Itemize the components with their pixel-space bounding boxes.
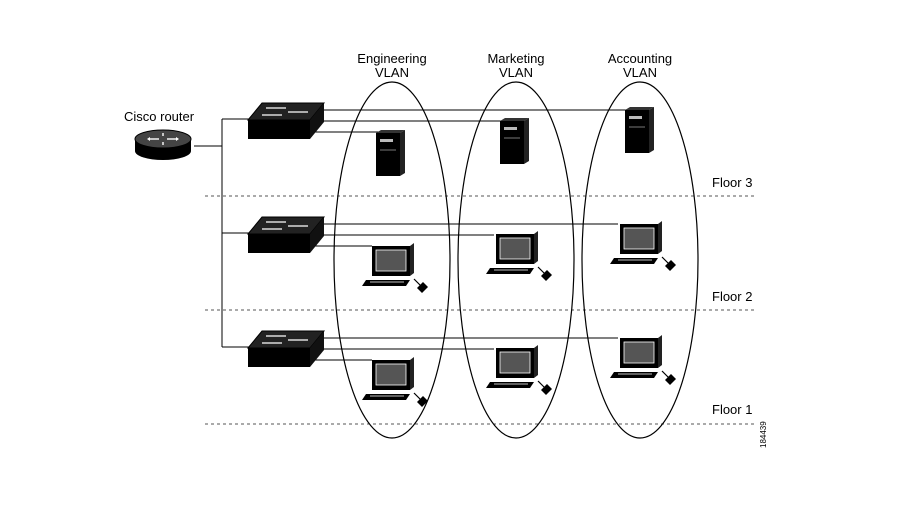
- vlan-ellipse-marketing: [457, 81, 575, 439]
- vlan-name: Engineering: [357, 51, 427, 66]
- vlan-ellipse-engineering: [333, 81, 451, 439]
- vlan-label-engineering: Engineering VLAN: [357, 52, 426, 80]
- switch-icon-floor-1: [246, 330, 326, 367]
- server-icon-accounting: [625, 107, 654, 153]
- server-icon-marketing: [500, 118, 529, 164]
- floor-label-3: Floor 3: [712, 175, 753, 190]
- vlan-ellipse-accounting: [581, 81, 699, 439]
- vlan-sub: VLAN: [499, 65, 533, 80]
- vlan-sub: VLAN: [375, 65, 409, 80]
- workstation-icon-eng-floor-1: [361, 356, 429, 408]
- figure-id: 184439: [759, 421, 768, 448]
- workstation-icon-eng-floor-2: [361, 242, 429, 294]
- server-icon-engineering: [376, 130, 405, 176]
- backbone-links: [194, 118, 250, 348]
- floor-label-1: Floor 1: [712, 402, 753, 417]
- vlan-name: Accounting: [607, 51, 673, 66]
- vlan-sub: VLAN: [623, 65, 657, 80]
- router-label: Cisco router: [124, 109, 195, 124]
- switch-links: [314, 109, 628, 361]
- workstation-icon-acc-floor-2: [609, 220, 677, 272]
- floor-label-2: Floor 2: [712, 289, 753, 304]
- switch-icon-floor-2: [246, 216, 326, 253]
- switch-icon-floor-3: [246, 102, 326, 139]
- workstation-icon-acc-floor-1: [609, 334, 677, 386]
- vlan-name: Marketing: [487, 51, 545, 66]
- vlan-label-accounting: Accounting VLAN: [608, 52, 672, 80]
- vlan-label-marketing: Marketing VLAN: [487, 52, 544, 80]
- workstation-icon-mkt-floor-1: [485, 344, 553, 396]
- workstation-icon-mkt-floor-2: [485, 230, 553, 282]
- router-icon: [134, 129, 192, 160]
